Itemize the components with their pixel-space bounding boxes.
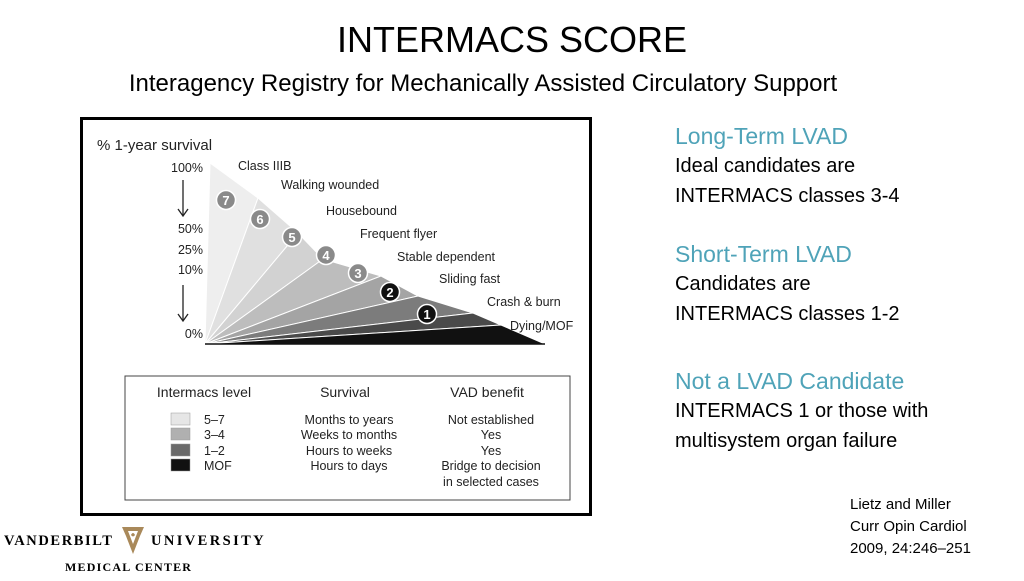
legend-swatch — [170, 458, 191, 472]
legend-level: MOF — [204, 459, 232, 473]
legend-header: VAD benefit — [450, 384, 524, 400]
class-badge-number: 7 — [222, 193, 229, 208]
legend-survival: Hours to weeks — [306, 444, 392, 458]
legend-header: Intermacs level — [157, 384, 251, 400]
oak-leaf-v-icon — [122, 527, 144, 554]
legend-survival: Weeks to months — [301, 428, 397, 442]
wedge-label: Stable dependent — [397, 250, 496, 264]
citation-journal: Curr Opin Cardiol — [850, 518, 967, 535]
class-badge-number: 2 — [386, 285, 393, 300]
class-badge-number: 6 — [256, 212, 263, 227]
logo-text-right: UNIVERSITY — [151, 533, 264, 549]
wedge-label: Class IIIB — [238, 159, 292, 173]
y-tick-label: 100% — [171, 161, 203, 175]
class-badge — [347, 262, 369, 284]
slide-subtitle: Interagency Registry for Mechanically As… — [128, 70, 838, 97]
class-badge — [249, 208, 271, 230]
legend-benefit-continuation: in selected cases — [443, 475, 539, 489]
slide-title: INTERMACS SCORE — [336, 19, 688, 60]
legend-benefit: Yes — [481, 428, 501, 442]
vanderbilt-logo: VANDERBILT UNIVERSITY MEDICAL CENTER — [4, 522, 264, 576]
wedge-label: Housebound — [326, 204, 397, 218]
long-term-lvad-line2: INTERMACS classes 3-4 — [675, 185, 900, 207]
citation-authors: Lietz and Miller — [850, 496, 951, 513]
class-badge-number: 3 — [354, 266, 361, 281]
legend-header: Survival — [320, 384, 370, 400]
logo-text-left: VANDERBILT — [4, 533, 114, 549]
class-badge — [379, 281, 401, 303]
short-term-lvad-heading: Short-Term LVAD — [675, 241, 852, 267]
legend-survival: Hours to days — [310, 459, 387, 473]
wedge-label: Dying/MOF — [510, 319, 574, 333]
legend-benefit: Not established — [448, 413, 534, 427]
legend-swatch — [170, 412, 191, 426]
long-term-lvad-block: Long-Term LVAD Ideal candidates are INTE… — [675, 121, 900, 211]
class-badge-number: 1 — [423, 307, 430, 322]
legend-swatch — [170, 427, 191, 441]
not-lvad-candidate-line1: INTERMACS 1 or those with — [675, 400, 929, 422]
legend-table-box — [124, 375, 571, 501]
wedge-label: Sliding fast — [439, 272, 501, 286]
down-arrow-icon — [177, 180, 189, 323]
class-badge — [416, 303, 438, 325]
class-badge — [315, 244, 337, 266]
citation-volume: 2009, 24:246–251 — [850, 540, 971, 557]
long-term-lvad-heading: Long-Term LVAD — [675, 123, 848, 149]
legend-level: 3–4 — [204, 428, 225, 442]
not-lvad-candidate-heading: Not a LVAD Candidate — [675, 368, 905, 394]
legend-survival: Months to years — [305, 413, 394, 427]
y-tick-label: 10% — [178, 263, 203, 277]
class-badge — [281, 226, 303, 248]
class-badge — [215, 189, 237, 211]
class-badge-number: 5 — [288, 230, 295, 245]
y-tick-label: 0% — [185, 327, 203, 341]
legend-level: 5–7 — [204, 413, 225, 427]
short-term-lvad-line1: Candidates are — [675, 273, 811, 295]
wedge-label: Crash & burn — [487, 295, 561, 309]
long-term-lvad-line1: Ideal candidates are — [675, 155, 856, 177]
y-tick-label: 25% — [178, 243, 203, 257]
y-tick-label: 50% — [178, 222, 203, 236]
wedge-label: Frequent flyer — [360, 227, 437, 241]
legend-benefit: Bridge to decision — [441, 459, 540, 473]
logo-subtext: MEDICAL CENTER — [65, 560, 192, 574]
intermacs-figure: % 1-year survival 100% 50% 25% 10% 0% 7 6 5 4 3 2… — [80, 117, 592, 516]
legend-level: 1–2 — [204, 444, 225, 458]
not-lvad-candidate-block: Not a LVAD Candidate INTERMACS 1 or thos… — [675, 366, 928, 456]
short-term-lvad-line2: INTERMACS classes 1-2 — [675, 303, 900, 325]
citation: Lietz and Miller Curr Opin Cardiol 2009,… — [850, 494, 971, 560]
legend-swatch — [170, 443, 191, 457]
not-lvad-candidate-line2: multisystem organ failure — [675, 430, 898, 452]
intermacs-wedge-diagram: % 1-year survival 100% 50% 25% 10% 0% 7 6 5 4 3 2… — [97, 137, 574, 501]
wedge-label: Walking wounded — [281, 178, 379, 192]
legend-benefit: Yes — [481, 444, 501, 458]
y-axis-title: % 1-year survival — [97, 137, 212, 154]
class-badge-number: 4 — [322, 248, 330, 263]
short-term-lvad-block: Short-Term LVAD Candidates are INTERMACS… — [675, 239, 900, 329]
